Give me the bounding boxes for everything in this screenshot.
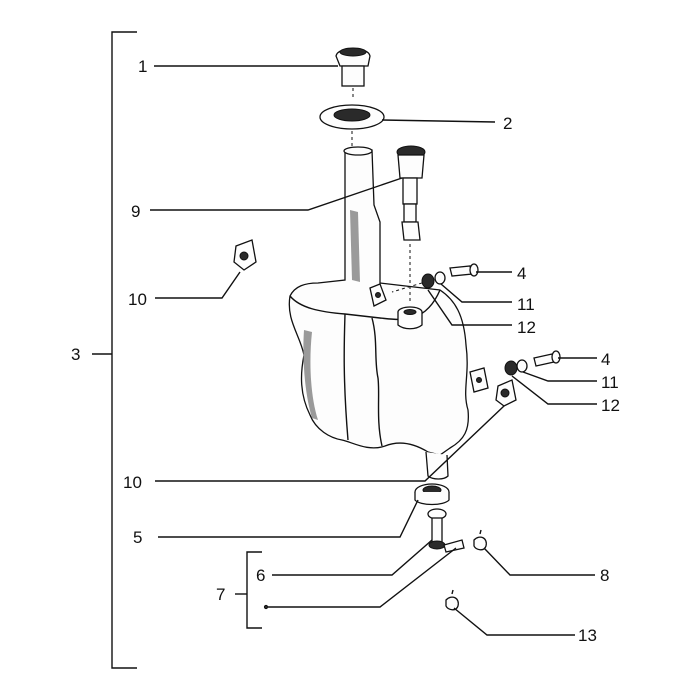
callout-4-upper: 4 [517, 264, 526, 283]
callout-2: 2 [503, 114, 512, 133]
clip-nut-10-right [495, 379, 517, 407]
callout-1: 1 [138, 57, 147, 76]
nut-12-upper [421, 273, 435, 289]
callout-13: 13 [578, 626, 597, 645]
tank-outlet-spigot [397, 306, 423, 330]
assembly-bracket-3 [92, 31, 137, 669]
grommet-5 [414, 483, 450, 506]
washer-11-lower [516, 359, 528, 373]
leader-lines [150, 65, 597, 636]
bolt-4-upper [391, 263, 479, 293]
callout-8: 8 [600, 566, 609, 585]
callout-6: 6 [256, 566, 265, 585]
callout-9: 9 [131, 202, 140, 221]
gasket-ring-2 [319, 104, 385, 146]
filler-cap-1 [335, 47, 371, 100]
tank-mounting-tab-upper [369, 283, 387, 307]
callout-5: 5 [133, 528, 142, 547]
reservoir-tank [288, 146, 470, 480]
bolt-4-lower [533, 350, 561, 367]
hose-clamp-8 [473, 529, 487, 551]
washer-11-upper [434, 271, 446, 285]
level-sender-9 [396, 145, 426, 304]
subassembly-bracket-7 [235, 551, 262, 629]
callout-7: 7 [216, 585, 225, 604]
callout-12-upper: 12 [517, 318, 536, 337]
callout-3: 3 [71, 345, 80, 364]
callout-10-left: 10 [128, 290, 147, 309]
callout-10-lower: 10 [123, 473, 142, 492]
washer-pump-6 [427, 508, 465, 553]
clip-nut-10-left [233, 239, 257, 271]
callout-11-upper: 11 [517, 295, 535, 314]
tank-mounting-tab-lower [469, 367, 489, 393]
callout-12-lower: 12 [601, 396, 620, 415]
callout-11-lower: 11 [601, 373, 619, 392]
nut-12-lower [504, 360, 518, 376]
hose-clamp-13 [445, 589, 459, 611]
callout-4-lower: 4 [601, 350, 610, 369]
callout-labels: 1 2 3 4 4 5 6 7 8 9 10 10 11 11 12 12 13 [71, 57, 620, 645]
